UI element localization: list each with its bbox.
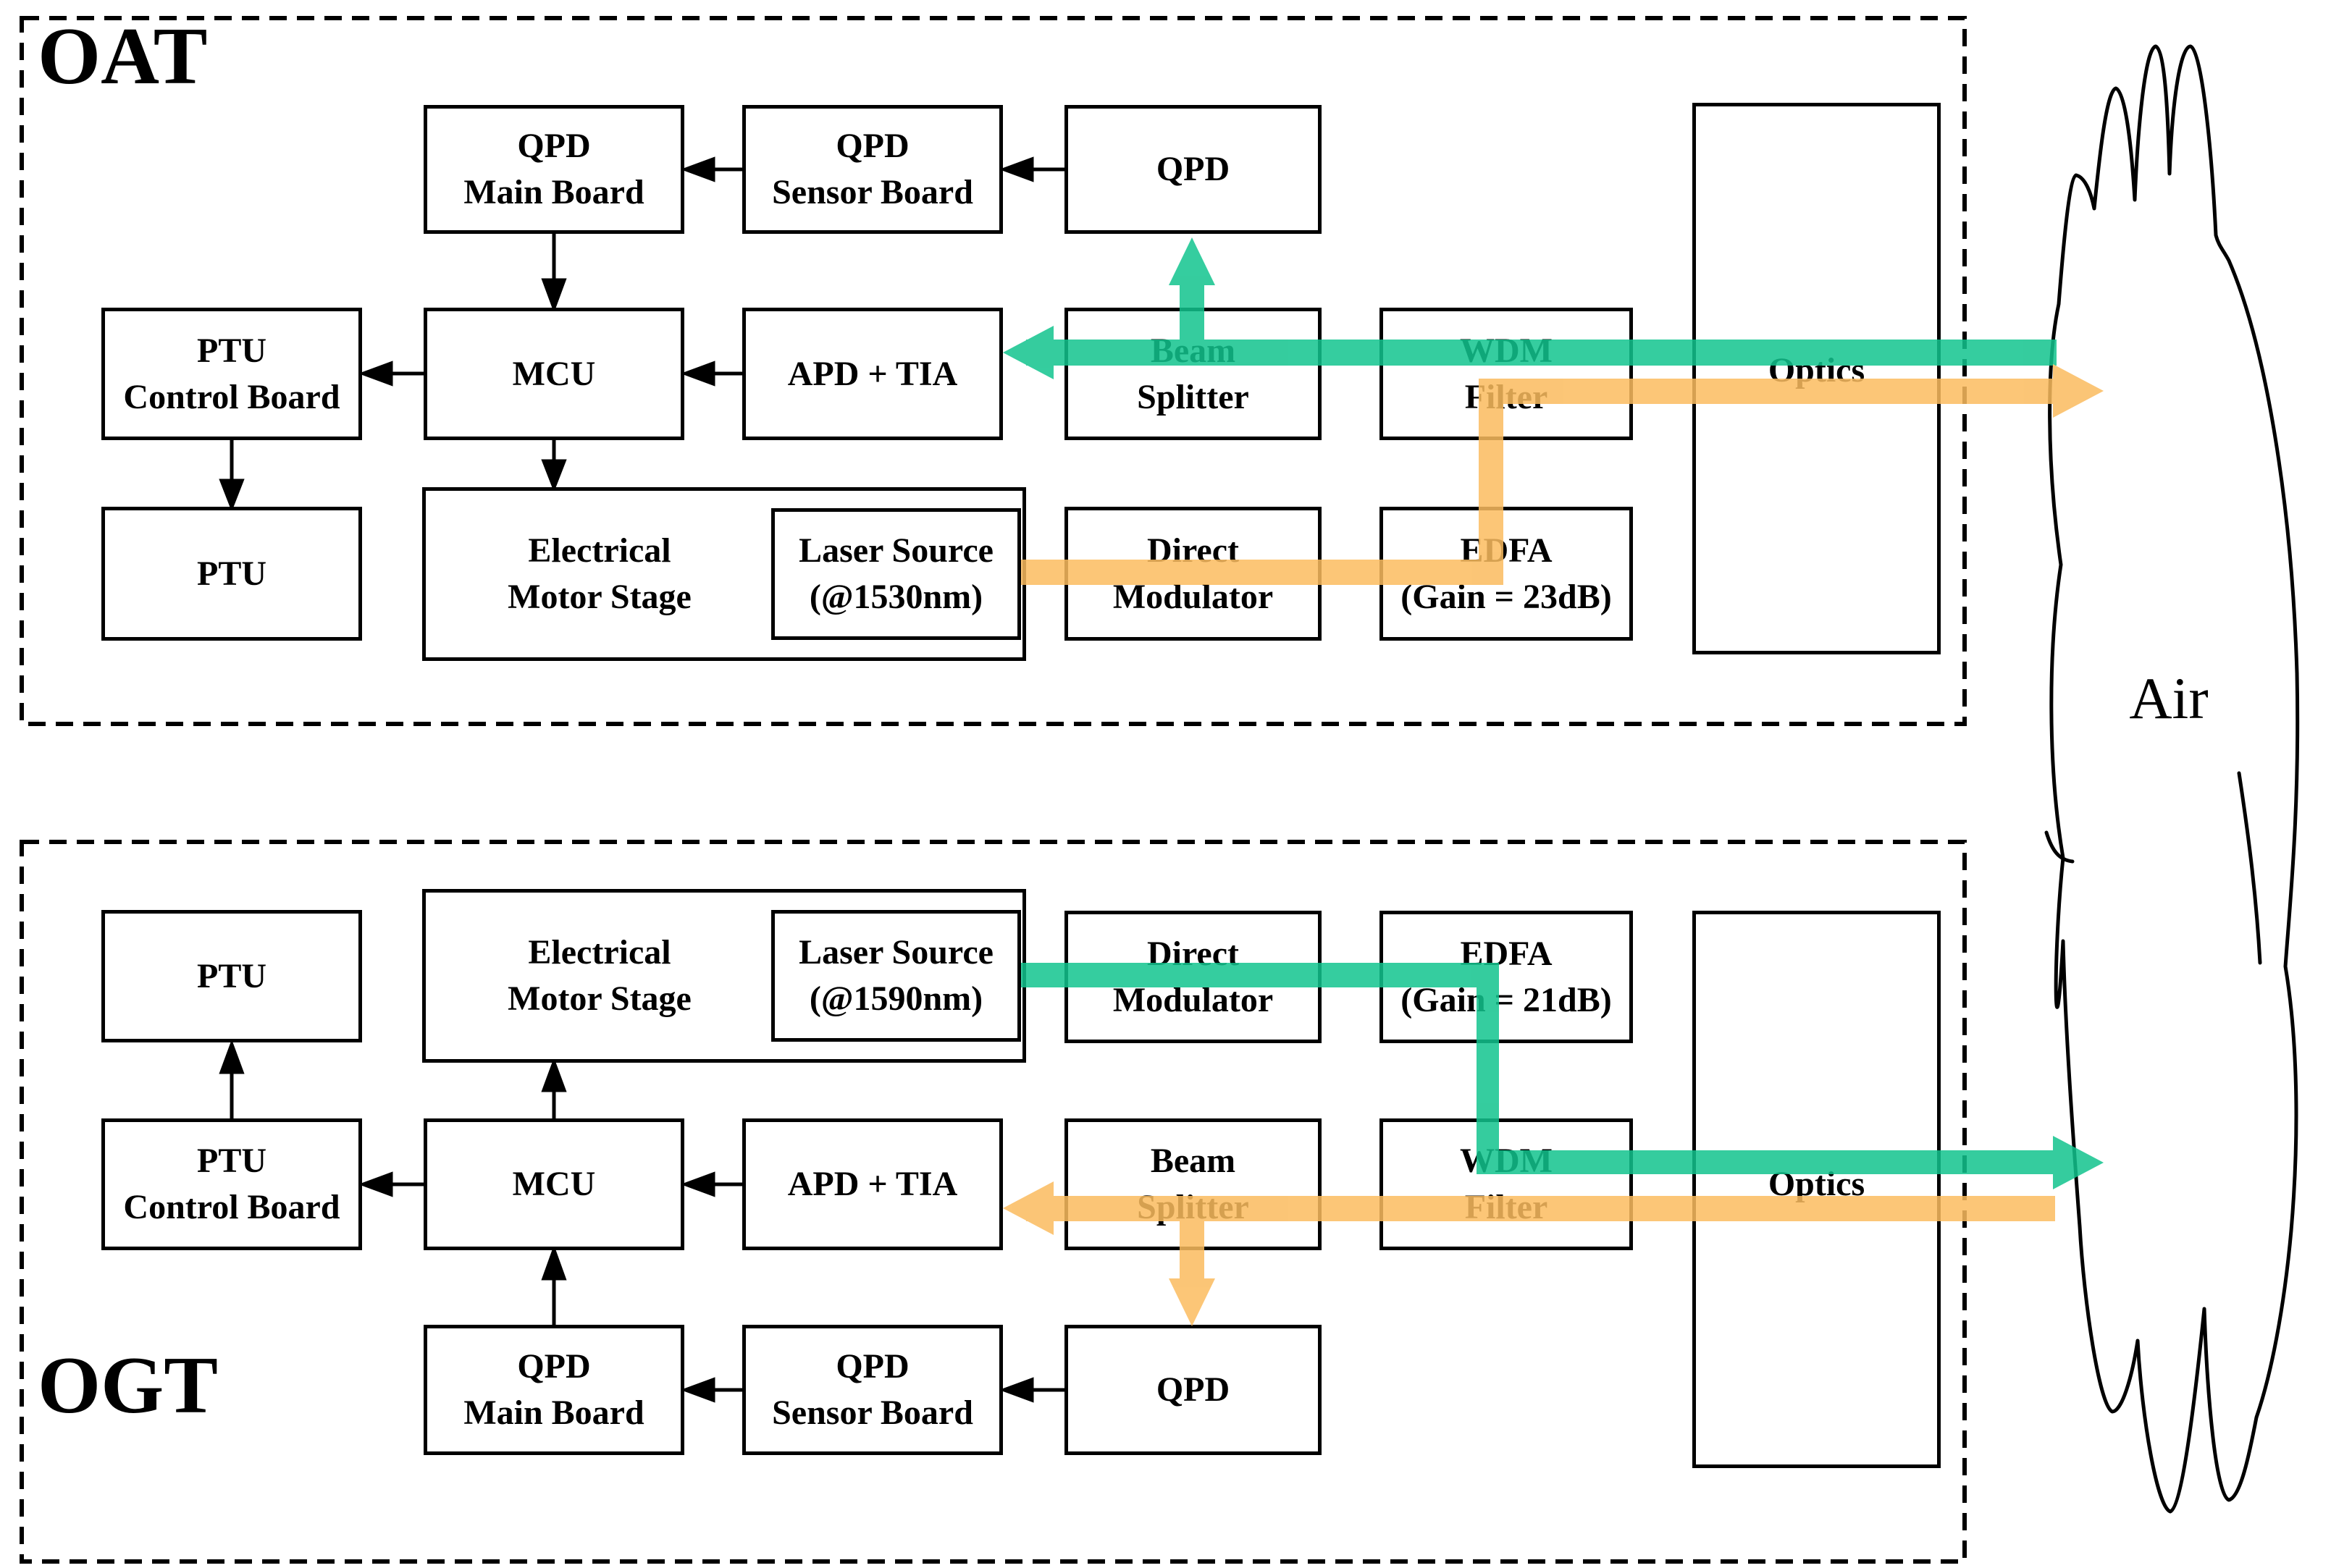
arrow-oat-mcu-to-electrical-motor-stage [541,440,567,492]
box-label-line: Main Board [463,173,644,211]
box-label-line: MCU [512,354,596,393]
ogt-mcu-box: MCU [424,1118,684,1250]
ogt-direct-modulator-box: Direct Modulator [1064,911,1322,1043]
ogt-qpd-sensor-board-box: QPD Sensor Board [742,1325,1003,1455]
box-label-line: Control Board [123,1188,340,1226]
oat-direct-modulator-box: Direct Modulator [1064,507,1322,641]
box-label-line: APD + TIA [787,354,958,393]
arrow-oat-apd-tia-to-mcu [680,361,742,387]
arrow-oat-qpd-to-qpd-sensor-board [999,156,1064,182]
box-label-line: Sensor Board [772,1394,973,1432]
box-label-line: Splitter [1137,1188,1249,1226]
box-label-line: Filter [1464,377,1548,416]
box-label-line: Beam [1150,1142,1236,1180]
box-label-line: Laser Source [799,933,994,971]
oat-qpd-box: QPD [1064,105,1322,234]
box-label-line: Splitter [1137,377,1249,416]
ogt-wdm-filter-box: WDM Filter [1379,1118,1633,1250]
ogt-electrical-motor-stage-label: Electrical Motor Stage [426,930,773,1022]
arrow-oat-qpd-sensor-to-qpd-main-board [680,156,742,182]
box-label-line: Control Board [123,377,340,416]
ogt-ptu-control-board-box: PTU Control Board [101,1118,362,1250]
box-label-line: WDM [1460,331,1553,370]
oat-section-border [20,16,1967,726]
oat-beam-splitter-box: Beam Splitter [1064,308,1322,440]
ogt-section-border [20,840,1967,1564]
arrow-ogt-apd-tia-to-mcu [680,1171,742,1197]
arrow-ogt-qpd-sensor-to-qpd-main-board [680,1377,742,1403]
box-label-line: (@1530nm) [809,578,983,616]
box-label-line: APD + TIA [787,1165,958,1203]
ogt-optics-box [1692,911,1941,1468]
box-label-line: WDM [1460,1142,1553,1180]
air-cloud-inner-arc-left [2044,830,2075,864]
arrow-oat-qpd-main-board-to-mcu [541,234,567,313]
box-label-line: QPD [1156,1370,1230,1409]
box-label-line: PTU [197,554,266,593]
oat-apd-tia-box: APD + TIA [742,308,1003,440]
box-label-line: (Gain = 23dB) [1400,577,1612,616]
ogt-qpd-box: QPD [1064,1325,1322,1455]
box-label-line: PTU [197,1142,266,1180]
box-label-line: Motor Stage [508,979,692,1018]
air-label: Air [2129,665,2209,731]
ogt-ptu-box: PTU [101,910,362,1042]
arrow-ogt-mcu-to-ptu-control-board [358,1171,424,1197]
box-label-line: EDFA [1460,934,1553,973]
box-label-line: (@1590nm) [809,979,983,1018]
box-label-line: MCU [512,1165,596,1203]
box-label-line: EDFA [1460,531,1553,570]
oat-title: OAT [38,12,208,101]
ogt-laser-source-box: Laser Source (@1590nm) [771,910,1021,1042]
box-label-line: (Gain = 21dB) [1400,980,1612,1019]
box-label-line: Motor Stage [508,578,692,616]
box-label-line: PTU [197,956,266,995]
box-label-line: Direct [1146,531,1240,570]
arrow-ogt-qpd-to-qpd-sensor-board [999,1377,1064,1403]
oat-laser-source-box: Laser Source (@1530nm) [771,508,1021,640]
box-label-line: Sensor Board [772,173,973,211]
air-cloud-inner-arc-right [2237,771,2262,965]
arrow-ogt-mcu-to-electrical-motor-stage [541,1057,567,1118]
box-label-line: QPD [517,127,591,165]
oat-ptu-control-board-box: PTU Control Board [101,308,362,440]
oat-qpd-main-board-box: QPD Main Board [424,105,684,234]
box-label-line: Electrical [528,933,671,971]
box-label-line: QPD [517,1347,591,1386]
arrow-ogt-qpd-main-board-to-mcu [541,1244,567,1325]
arrow-oat-ptu-control-board-to-ptu [219,440,245,512]
box-label-line: QPD [836,1347,910,1386]
oat-mcu-box: MCU [424,308,684,440]
box-label-line: Main Board [463,1394,644,1432]
box-label-line: Direct [1146,934,1240,973]
box-label-line: Laser Source [799,531,994,570]
arrow-ogt-ptu-control-board-to-ptu [219,1039,245,1118]
oat-qpd-sensor-board-box: QPD Sensor Board [742,105,1003,234]
box-label-line: PTU [197,331,266,370]
ogt-edfa-box: EDFA (Gain = 21dB) [1379,911,1633,1043]
oat-electrical-motor-stage-label: Electrical Motor Stage [426,528,773,620]
ogt-title: OGT [38,1341,218,1430]
air-cloud-shape [2048,44,2300,1514]
oat-optics-label: Optics [1768,351,1865,389]
box-label-line: Modulator [1112,980,1274,1019]
oat-edfa-box: EDFA (Gain = 23dB) [1379,507,1633,641]
box-label-line: QPD [836,127,910,165]
oat-ptu-box: PTU [101,507,362,641]
box-label-line: Beam [1150,331,1236,370]
box-label-line: QPD [1156,150,1230,188]
box-label-line: Electrical [528,531,671,570]
ogt-apd-tia-box: APD + TIA [742,1118,1003,1250]
ogt-beam-splitter-box: Beam Splitter [1064,1118,1322,1250]
box-label-line: Filter [1464,1188,1548,1226]
ogt-optics-label: Optics [1768,1165,1865,1203]
oat-wdm-filter-box: WDM Filter [1379,308,1633,440]
arrow-oat-mcu-to-ptu-control-board [358,361,424,387]
box-label-line: Modulator [1112,577,1274,616]
ogt-qpd-main-board-box: QPD Main Board [424,1325,684,1455]
